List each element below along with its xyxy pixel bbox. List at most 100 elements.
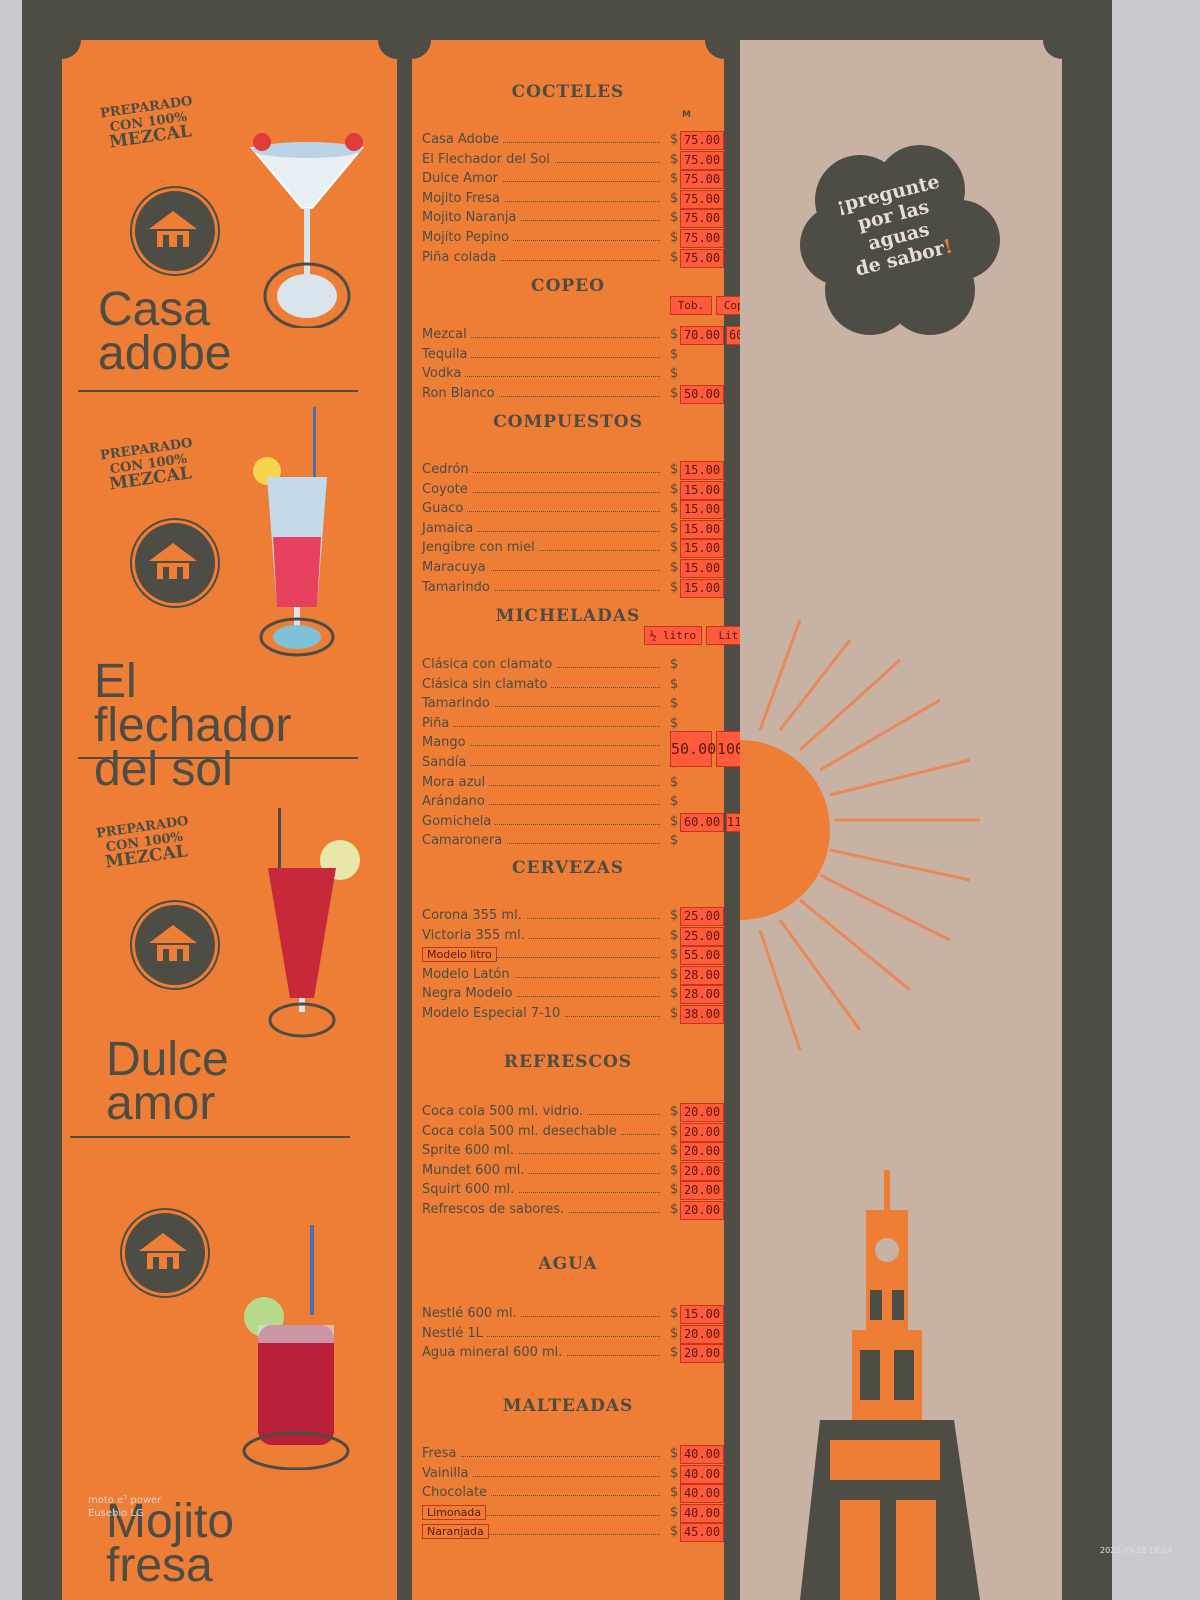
price-column-header: ½ litro	[644, 626, 702, 645]
currency-symbol: $	[670, 560, 679, 575]
item-label: Ron Blanco	[422, 385, 499, 401]
currency-symbol: $	[670, 1485, 679, 1501]
item-label: Piña	[422, 715, 454, 731]
currency-symbol: $	[670, 366, 679, 382]
currency-symbol: $	[670, 481, 679, 497]
item-price: 20.00	[680, 1181, 724, 1201]
item-price: 20.00	[680, 1344, 724, 1364]
item-price: 40.00	[680, 1464, 724, 1484]
item-label: Piña colada	[422, 249, 501, 265]
martini-glass-icon	[249, 133, 365, 328]
menu-item: Mundet 600 ml.$20.00	[422, 1161, 724, 1181]
menu-item: Jengibre con miel $15.00	[422, 538, 724, 559]
item-label: Tamarindo	[422, 696, 494, 712]
item-label: Casa Adobe	[422, 132, 504, 147]
menu-item: Mora azul$	[422, 773, 712, 793]
item-price: 15.00	[680, 578, 724, 598]
item-price: 15.00	[680, 519, 724, 539]
menu-item: Clásica con clamato$	[422, 655, 712, 675]
currency-symbol: $	[670, 794, 679, 810]
menu-item: Cedrón$15.00	[422, 460, 724, 480]
item-price: 55.00	[680, 946, 724, 966]
item-price: 15.00	[680, 461, 724, 480]
item-price: 28.00	[680, 985, 724, 1005]
menu-item: Mojito Fresa$75.00	[422, 189, 724, 209]
menu-item: Tamarindo$15.00	[422, 578, 724, 598]
section-title: COPEO	[531, 276, 605, 296]
section-title: MICHELADAS	[495, 606, 641, 626]
currency-symbol: $	[670, 1325, 679, 1341]
item-label: Maracuya	[422, 560, 490, 575]
item-label: Coca cola 500 ml. vidrio.	[422, 1104, 587, 1119]
item-label: Jengibre con miel	[422, 540, 539, 556]
item-label: Coyote	[422, 481, 472, 497]
item-price: 15.00	[680, 1305, 724, 1324]
item-price: 40.00	[680, 1484, 724, 1504]
casa-adobe-logo-icon	[132, 188, 218, 274]
currency-symbol: $	[670, 1446, 679, 1461]
section-title: CERVEZAS	[511, 858, 625, 878]
currency-symbol: $	[670, 540, 679, 556]
currency-symbol: $	[670, 190, 679, 206]
item-price: 20.00	[680, 1324, 724, 1344]
currency-symbol: $	[670, 1143, 679, 1159]
menu-item: Squirt 600 ml.$20.00	[422, 1180, 724, 1201]
currency-symbol: $	[670, 1123, 679, 1139]
item-label: Vodka	[422, 366, 466, 382]
highball-glass-icon	[268, 808, 360, 1038]
item-label: Mojito Naranja	[422, 210, 521, 226]
casa-adobe-logo-icon	[122, 1210, 208, 1296]
cloud-callout-icon	[800, 145, 1000, 335]
item-label: Mora azul	[422, 774, 490, 790]
menu-item: Guaco$15.00	[422, 499, 724, 520]
item-price: 75.00	[680, 229, 724, 248]
item-label: Mango	[422, 735, 470, 751]
group-price: 50.00	[670, 731, 716, 768]
menu-item: Coyote $15.00	[422, 480, 724, 500]
item-label: Squirt 600 ml.	[422, 1182, 519, 1198]
menu-item: Nestlé 1L $20.00	[422, 1324, 724, 1344]
currency-symbol: $	[670, 249, 679, 265]
item-price: 25.00	[680, 907, 724, 926]
menu-item: Sprite 600 ml.$20.00	[422, 1141, 724, 1162]
item-price: 45.00	[680, 1523, 724, 1543]
item-label: Vainilla	[422, 1465, 473, 1481]
section-title: AGUA	[538, 1254, 598, 1274]
section-title: REFRESCOS	[503, 1052, 633, 1072]
currency-symbol: $	[670, 927, 679, 943]
item-label: Mundet 600 ml.	[422, 1162, 529, 1178]
menu-item: Mango$	[422, 733, 712, 753]
currency-symbol: $	[670, 696, 679, 712]
sun-icon	[740, 619, 980, 1051]
currency-symbol: $	[670, 1524, 679, 1540]
item-label: Agua mineral 600 ml.	[422, 1345, 567, 1361]
menu-item: Camaronera$	[422, 831, 712, 851]
item-label: Clásica con clamato	[422, 657, 557, 672]
menu-item: Mezcal$70.0060.00	[422, 325, 768, 345]
casa-adobe-logo-icon	[132, 520, 218, 606]
item-label: Mezcal	[422, 327, 471, 342]
currency-symbol: $	[670, 501, 679, 517]
item-price: 15.00	[680, 539, 724, 559]
currency-symbol: $	[670, 715, 679, 731]
photo-timestamp: 2022-09-28 18:24	[1100, 1546, 1173, 1555]
item-price: 40.00	[680, 1503, 724, 1523]
item-label: Nestlé 600 ml.	[422, 1306, 521, 1321]
item-label: Mojito Pepino	[422, 230, 514, 245]
casa-adobe-logo-icon	[132, 902, 218, 988]
item-price: 15.00	[680, 559, 724, 578]
menu-item: Nestlé 600 ml.$15.00	[422, 1304, 724, 1324]
item-price: 15.00	[680, 480, 724, 500]
item-label: Nestlé 1L	[422, 1325, 487, 1341]
menu-item: Vodka $	[422, 364, 712, 384]
menu-item: Tamarindo $	[422, 694, 712, 714]
item-price: 15.00	[680, 500, 724, 520]
menu-item: Fresa$40.00	[422, 1444, 724, 1464]
clock-tower-icon	[800, 1170, 980, 1600]
item-price: 25.00	[680, 926, 724, 946]
